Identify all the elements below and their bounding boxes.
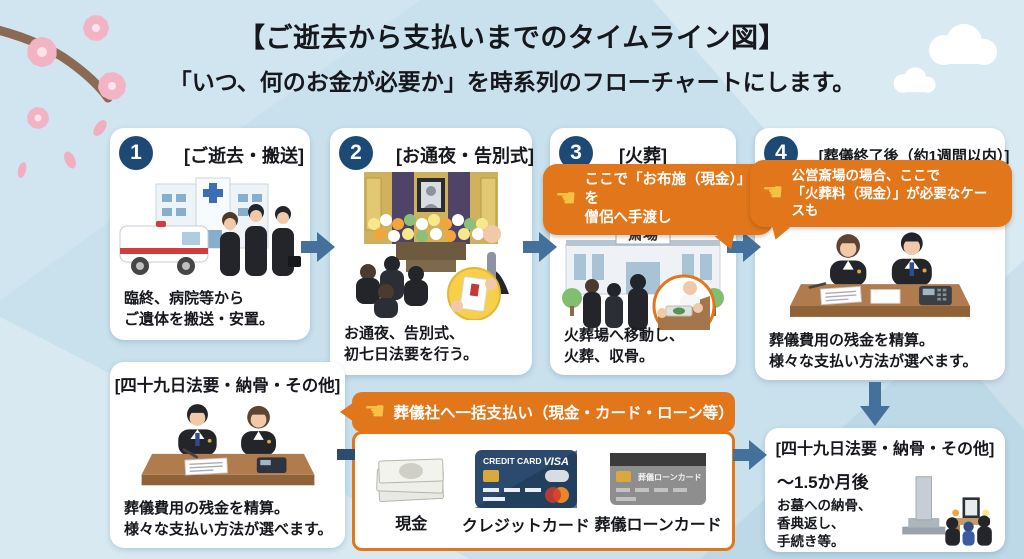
sakura-branch-icon <box>0 15 126 178</box>
settlement-desk-illustration <box>790 232 970 317</box>
page-subtitle: 「いつ、何のお金が必要か」を時系列のフローチャートにします。 <box>168 69 856 95</box>
card-caption: 葬儀費用の残金を精算。 様々な支払い方法が選べます。 <box>124 500 333 538</box>
hospital-transport-illustration <box>119 177 301 276</box>
step-number-badge: 1 <box>119 136 153 170</box>
payment-method-loan-card: 葬儀ローンカード 葬儀ローンカード <box>595 447 722 535</box>
step-caption: お通夜、告別式、 初七日法要を行う。 <box>344 325 479 363</box>
arrow-right-icon <box>733 440 767 470</box>
kasoryo-callout: ☚ 公営斎場の場合、ここで 「火葬料（現金）」が必要なケースも <box>750 160 1012 243</box>
step-number-badge: 2 <box>339 136 373 170</box>
funeral-altar-illustration <box>356 172 509 320</box>
loan-card-icon: 葬儀ローンカード <box>610 453 707 505</box>
callout-text: ここで「お布施（現金）」を 僧侶へ手渡し <box>584 172 752 226</box>
step-caption: 葬儀費用の残金を精算。 様々な支払い方法が選べます。 <box>769 332 978 370</box>
mourners-icon <box>583 274 648 330</box>
arrow-right-icon <box>301 232 335 262</box>
page-title: 【ご逝去から支払いまでのタイムライン図】 <box>237 23 787 53</box>
flow-connector <box>337 449 355 460</box>
cloud-icon <box>893 67 936 93</box>
step-header: [お通夜・告別式] <box>396 146 534 166</box>
pointing-finger-icon: ☚ <box>364 398 386 425</box>
payment-method-credit-card: CREDIT CARD VISA クレジットカード <box>462 446 590 536</box>
arrow-down-icon <box>860 382 890 426</box>
payment-method-label: 葬儀ローンカード <box>594 517 722 534</box>
step-caption: 臨終、病院等から ご遺体を搬送・安置。 <box>124 290 275 328</box>
callout-text: 公営斎場の場合、ここで 「火葬料（現金）」が必要なケースも <box>791 168 988 219</box>
visa-label: VISA <box>543 456 569 468</box>
card-header: [四十九日法要・納骨・その他] <box>114 377 341 395</box>
payment-method-label: 現金 <box>395 516 428 533</box>
step-caption: 火葬場へ移動し、 火葬、収骨。 <box>564 327 685 365</box>
card-header: [四十九日法要・納骨・その他] <box>775 441 995 458</box>
pointing-finger-icon: ☚ <box>555 185 577 213</box>
grave-visit-illustration <box>902 476 992 546</box>
card-caption: お墓への納骨、 香典返し、 手続き等。 <box>777 498 872 550</box>
card-terminal-icon <box>919 286 952 306</box>
ofuse-envelope-icon <box>447 267 501 320</box>
step-header: [火葬] <box>619 146 667 166</box>
step-header: [ご逝去・搬送] <box>184 146 304 166</box>
lump-sum-payment-banner: ☚ 葬儀社へ一括支払い（現金・カード・ローン等） <box>340 392 735 432</box>
banner-tail <box>340 402 354 422</box>
ofuse-callout: ☚ ここで「お布施（現金）」を 僧侶へ手渡し <box>543 164 773 253</box>
payment-method-label: クレジットカード <box>461 518 590 535</box>
payment-method-cash: 現金 <box>365 448 457 534</box>
credit-card-icon: CREDIT CARD VISA <box>474 450 577 508</box>
houyou-card-left: [四十九日法要・納骨・その他] 葬儀費用の残金を精算。 様々な支払い方法が選べま… <box>110 362 345 548</box>
payment-methods-panel: 現金 CREDIT CARD VISA クレジットカード 葬儀ローンカード <box>352 431 735 551</box>
cash-icon <box>376 458 445 503</box>
seated-mourners-icon <box>356 256 428 318</box>
houyou-card-right: [四十九日法要・納骨・その他] ～1.5か月後 お墓への納骨、 香典返し、 手続… <box>765 428 1005 552</box>
arrow-right-icon <box>523 232 557 262</box>
credit-brand-label: CREDIT CARD <box>483 456 542 466</box>
ambulance-icon <box>119 221 209 275</box>
settlement-desk-illustration <box>141 404 315 486</box>
arrow-right-icon <box>727 232 761 262</box>
step-card-1: 1 [ご逝去・搬送] <box>110 128 310 340</box>
step-card-2: 2 [お通夜・告別式] <box>330 128 534 375</box>
banner-label: 葬儀社へ一括支払い（現金・カード・ローン等） <box>393 405 734 422</box>
pointing-finger-icon: ☚ <box>762 179 784 207</box>
cash-handover-icon <box>652 274 716 330</box>
family-icon <box>945 515 992 546</box>
crematorium-illustration: 斎場 <box>562 221 724 330</box>
loan-card-label: 葬儀ローンカード <box>638 472 702 482</box>
cloud-icon <box>929 24 997 65</box>
timing-label: ～1.5か月後 <box>777 473 869 492</box>
mourners-icon <box>220 204 301 276</box>
